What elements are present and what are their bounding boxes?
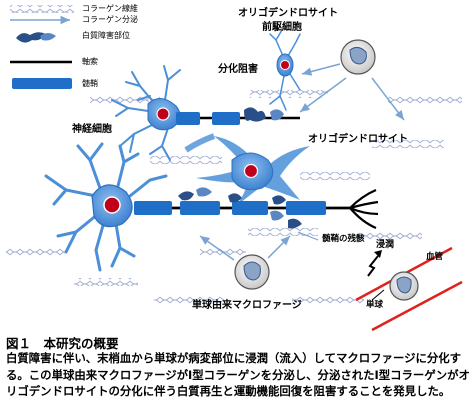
monocyte-label: 単球 xyxy=(366,300,384,310)
macrophage-label: 単球由来マクロファージ xyxy=(192,300,302,311)
myelin-debris xyxy=(178,187,302,229)
figure-caption-body: 白質障害に伴い、末梢血から単球が病変部位に浸潤（流入）してマクロファージに分化す… xyxy=(6,351,470,398)
legend-myelin-label: 髄鞘 xyxy=(82,79,98,88)
monocyte xyxy=(389,271,419,301)
oligodendrocyte xyxy=(184,133,310,206)
main-axon xyxy=(134,188,379,230)
opc-label-line1: オリゴデンドロサイト xyxy=(238,8,338,19)
legend-collagen-fiber-label: コラーゲン線維 xyxy=(82,4,138,13)
secretion-arrow xyxy=(267,235,291,259)
secretion-arrow xyxy=(371,77,405,121)
differentiation-block-label: 分化阻害 xyxy=(218,64,258,75)
collagen-fiber-swatch xyxy=(10,5,74,13)
secretion-arrow xyxy=(299,77,347,113)
legend-axon-label: 軸索 xyxy=(82,57,98,66)
myelin-debris-label: 髄鞘の残骸 xyxy=(322,234,365,244)
legend-lesion-label: 白質障害部位 xyxy=(82,31,130,40)
infiltration-arrow xyxy=(367,250,382,277)
macrophage-bottom xyxy=(234,254,270,290)
figure-caption-title: 図１ 本研究の概要 xyxy=(6,336,119,351)
macrophage-top xyxy=(340,39,376,75)
infiltration-label: 浸潤 xyxy=(376,240,395,250)
legend-collagen-secretion-label: コラーゲン分泌 xyxy=(82,15,138,24)
opc-cell xyxy=(269,29,301,111)
legend xyxy=(10,5,74,89)
lesion-swatch xyxy=(16,32,56,43)
opc-label-line2: 前駆細胞 xyxy=(262,22,302,33)
secretion-arrow xyxy=(199,235,235,261)
blood-vessel-label: 血管 xyxy=(426,252,444,262)
large-neuron xyxy=(44,142,168,272)
oligodendrocyte-label: オリゴデンドロサイト xyxy=(308,134,408,145)
top-neuron xyxy=(111,65,300,161)
myelin-swatch xyxy=(12,78,72,89)
secretion-arrow xyxy=(301,63,341,76)
monocyte-pointer xyxy=(371,289,385,301)
debris-pointer xyxy=(297,231,319,241)
neuron-label: 神経細胞 xyxy=(72,124,112,135)
